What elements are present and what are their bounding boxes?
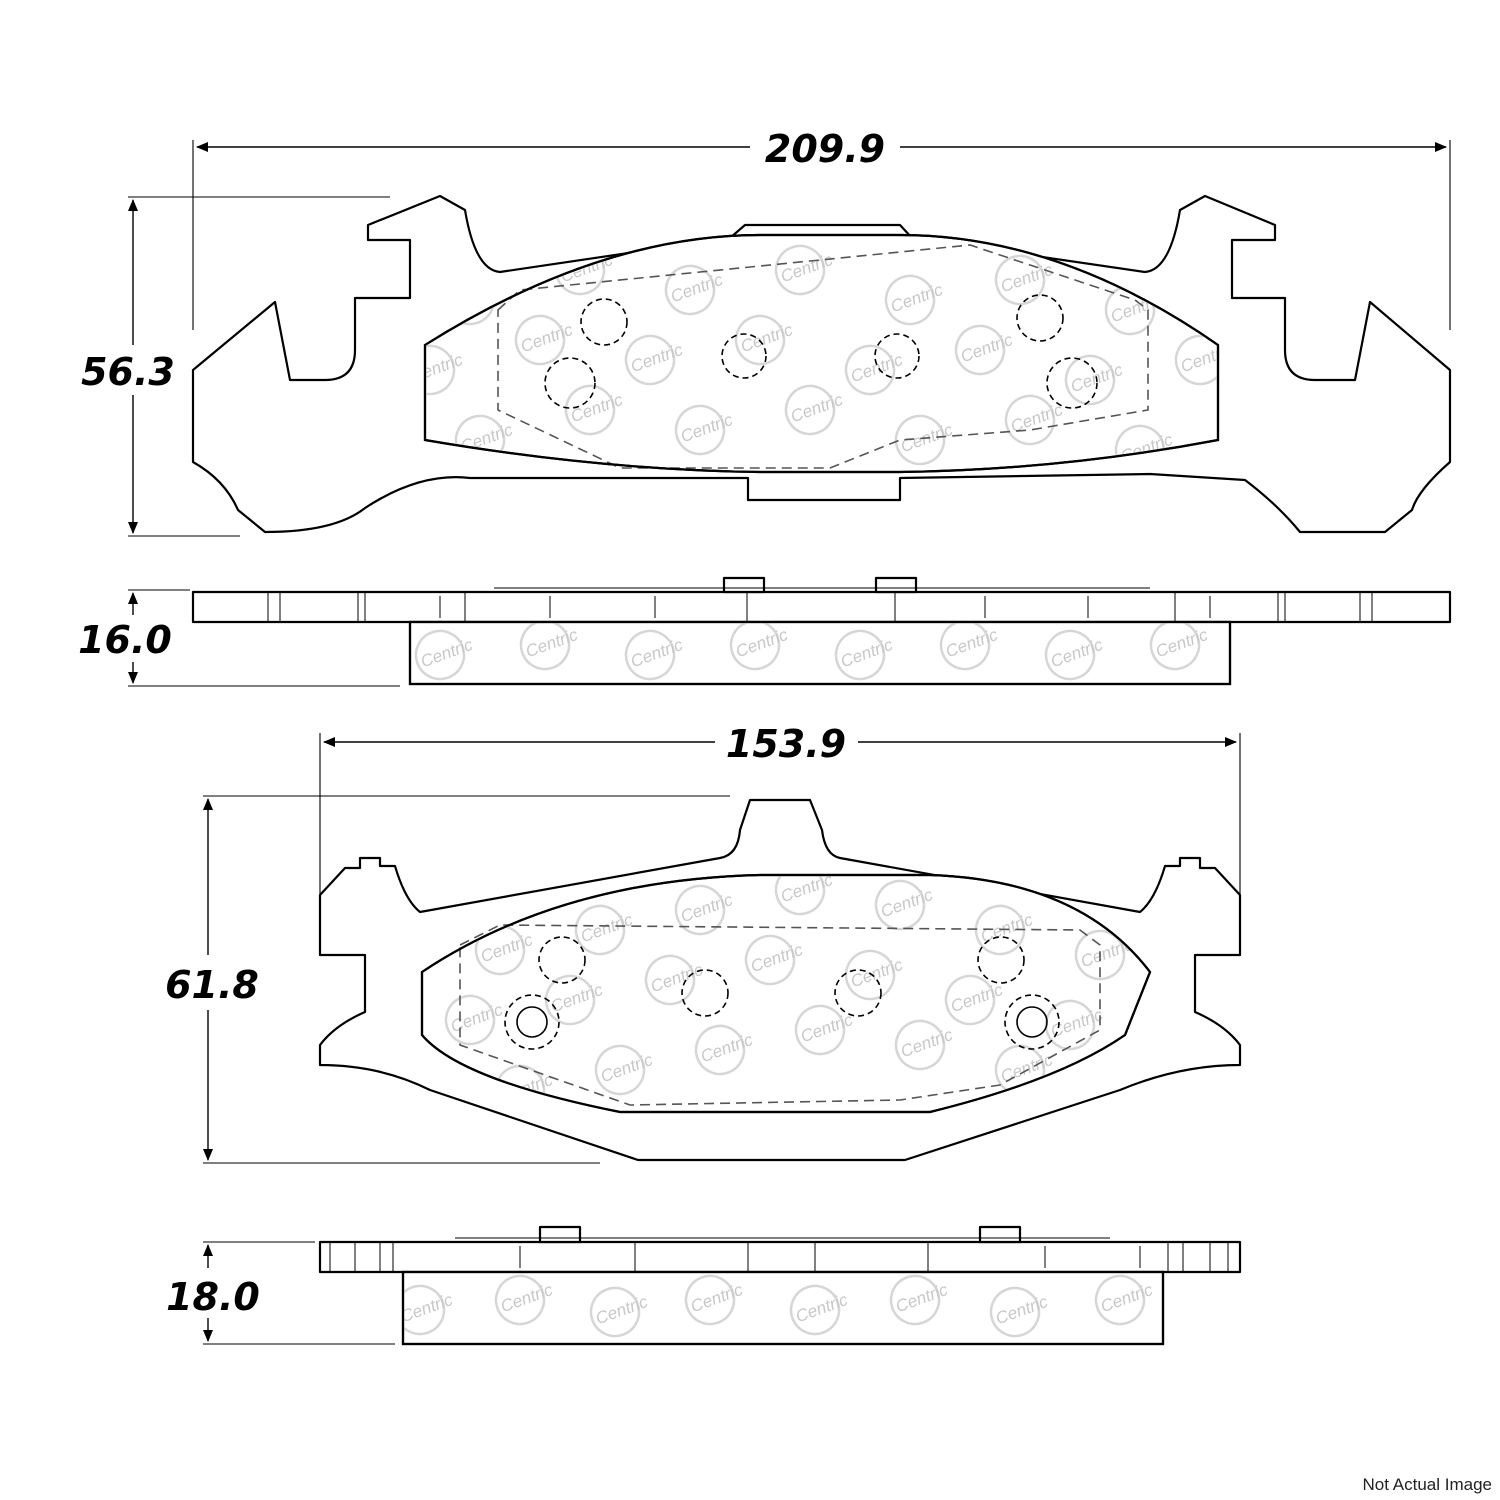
pad2-side-view: Centric Centric Centric Centric Centric …	[318, 1225, 1242, 1346]
pad2-backing-outline-hidden	[459, 924, 1101, 1106]
pad2-rivet-hole	[681, 969, 729, 1017]
pad2-rivet-hole	[834, 969, 882, 1017]
pad2-rivet-hole	[1004, 994, 1060, 1050]
pad2-thickness-label: 18.0	[166, 1275, 260, 1319]
pad1-front-view: Centric Centric Centric Centric Centric …	[191, 194, 1452, 534]
pad2-side-segments	[329, 1242, 1229, 1272]
not-actual-image-disclaimer: Not Actual Image	[1363, 1475, 1492, 1494]
pad1-side-backing	[191, 590, 1452, 624]
pad2-side-backing	[318, 1240, 1242, 1274]
pad1-height-label: 56.3	[81, 350, 175, 394]
pad2-height-label: 61.8	[165, 963, 259, 1007]
pad2-rivet-hole	[538, 936, 586, 984]
pad1-rivet-hole	[1016, 294, 1064, 342]
pad1-dimensions: 209.9 56.3	[81, 127, 1451, 537]
pad2-front-view: Centric Centric Centric Centric Centric …	[318, 798, 1242, 1162]
pad1-side-view: Centric Centric Centric Centric Centric …	[191, 576, 1452, 686]
pad1-thickness-label: 16.0	[78, 618, 172, 662]
pad1-side-segments	[267, 592, 1373, 622]
pad1-rivet-hole	[874, 333, 920, 379]
pad2-rivet-hole	[977, 936, 1025, 984]
pad1-rivet-hole	[580, 298, 628, 346]
pad2-dimensions: 153.9 61.8	[165, 722, 1241, 1164]
pad1-rivet-hole	[721, 333, 767, 379]
pad2-side-friction	[401, 1270, 1165, 1346]
pad2-width-label: 153.9	[726, 722, 846, 766]
pad2-thickness-dimension: 18.0	[166, 1241, 395, 1345]
pad1-width-label: 209.9	[765, 127, 885, 171]
pad2-rivet-hole	[504, 994, 560, 1050]
pad1-rivet-hole	[544, 357, 596, 409]
pad1-rivet-hole	[1046, 357, 1098, 409]
pad1-backing-outline-hidden	[497, 244, 1149, 469]
pad1-thickness-dimension: 16.0	[78, 589, 400, 687]
